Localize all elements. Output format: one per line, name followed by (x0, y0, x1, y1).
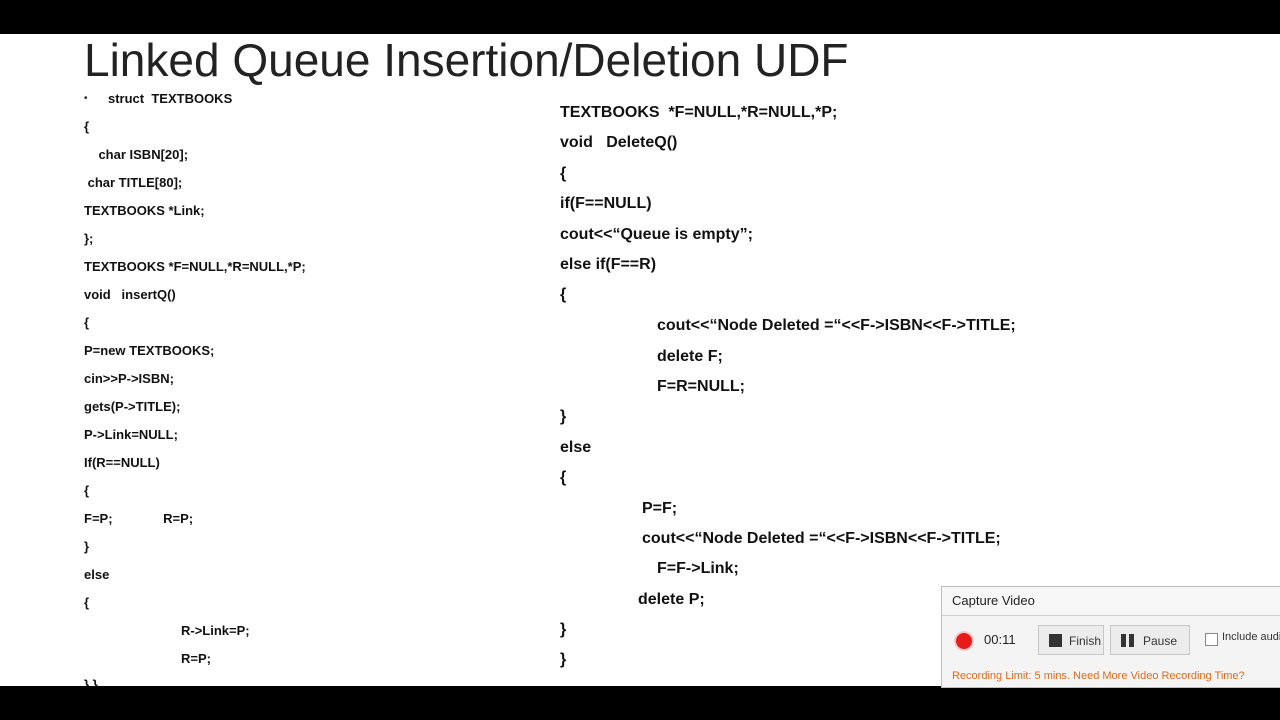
code-line: void insertQ() (84, 287, 176, 302)
code-line: cout<<“Node Deleted =“<<F->ISBN<<F->TITL… (642, 530, 1001, 547)
code-line: char ISBN[20]; (84, 147, 189, 162)
code-line: if(F==NULL) (560, 195, 652, 212)
code-line: gets(P->TITLE); (84, 399, 181, 414)
code-line: P=new TEXTBOOKS; (84, 343, 215, 358)
code-line: R->Link=P; (181, 623, 250, 638)
code-line: else (560, 439, 592, 456)
code-line: void DeleteQ() (560, 134, 678, 151)
slide: Linked Queue Insertion/Deletion UDF • st… (0, 34, 1280, 686)
code-line: } } (84, 677, 98, 686)
code-line: struct TEXTBOOKS (108, 91, 233, 106)
code-line: cout<<“Node Deleted =“<<F->ISBN<<F->TITL… (657, 317, 1016, 334)
recording-limit-link[interactable]: Recording Limit: 5 mins. Need More Video… (952, 670, 1245, 682)
code-line: TEXTBOOKS *F=NULL,*R=NULL,*P; (84, 259, 306, 274)
pause-label: Pause (1143, 634, 1178, 648)
code-line: } (560, 621, 567, 638)
code-line: P=F; (642, 500, 678, 517)
code-line: TEXTBOOKS *F=NULL,*R=NULL,*P; (560, 104, 838, 121)
code-line: cin>>P->ISBN; (84, 371, 174, 386)
code-line: F=P; R=P; (84, 511, 194, 526)
code-line: R=P; (181, 651, 211, 666)
pause-button[interactable]: Pause (1110, 625, 1190, 655)
include-audio-label[interactable]: Include audio (1222, 631, 1280, 643)
capture-video-panel: Capture Video 00:11 Finish Pause Include… (941, 586, 1280, 688)
code-line: char TITLE[80]; (84, 175, 183, 190)
code-line: } (560, 408, 567, 425)
code-line: { (560, 286, 567, 303)
capture-panel-title: Capture Video (942, 587, 1280, 616)
code-line: cout<<“Queue is empty”; (560, 226, 753, 243)
code-line: } (84, 539, 90, 554)
finish-button[interactable]: Finish (1038, 625, 1104, 655)
code-line: F=F->Link; (657, 560, 739, 577)
code-line: }; (84, 231, 94, 246)
code-line: } (560, 651, 567, 668)
code-line: { (84, 595, 90, 610)
code-line: { (84, 119, 90, 134)
code-line: TEXTBOOKS *Link; (84, 203, 205, 218)
stop-icon (1049, 634, 1062, 647)
recording-timer: 00:11 (984, 632, 1016, 647)
code-line: If(R==NULL) (84, 455, 160, 470)
include-audio-checkbox[interactable] (1205, 633, 1218, 646)
code-line: F=R=NULL; (657, 378, 745, 395)
slide-title: Linked Queue Insertion/Deletion UDF (84, 34, 849, 86)
code-line: delete P; (638, 591, 705, 608)
code-line: else if(F==R) (560, 256, 657, 273)
code-line: { (560, 165, 567, 182)
code-line: delete F; (657, 348, 723, 365)
pause-icon (1121, 634, 1135, 647)
code-line: { (84, 483, 90, 498)
code-line: else (84, 567, 110, 582)
code-line: { (84, 315, 90, 330)
record-indicator-icon (956, 633, 972, 649)
bullet-glyph: • (84, 93, 88, 104)
code-line: P->Link=NULL; (84, 427, 178, 442)
code-line: { (560, 469, 567, 486)
finish-label: Finish (1069, 634, 1102, 648)
